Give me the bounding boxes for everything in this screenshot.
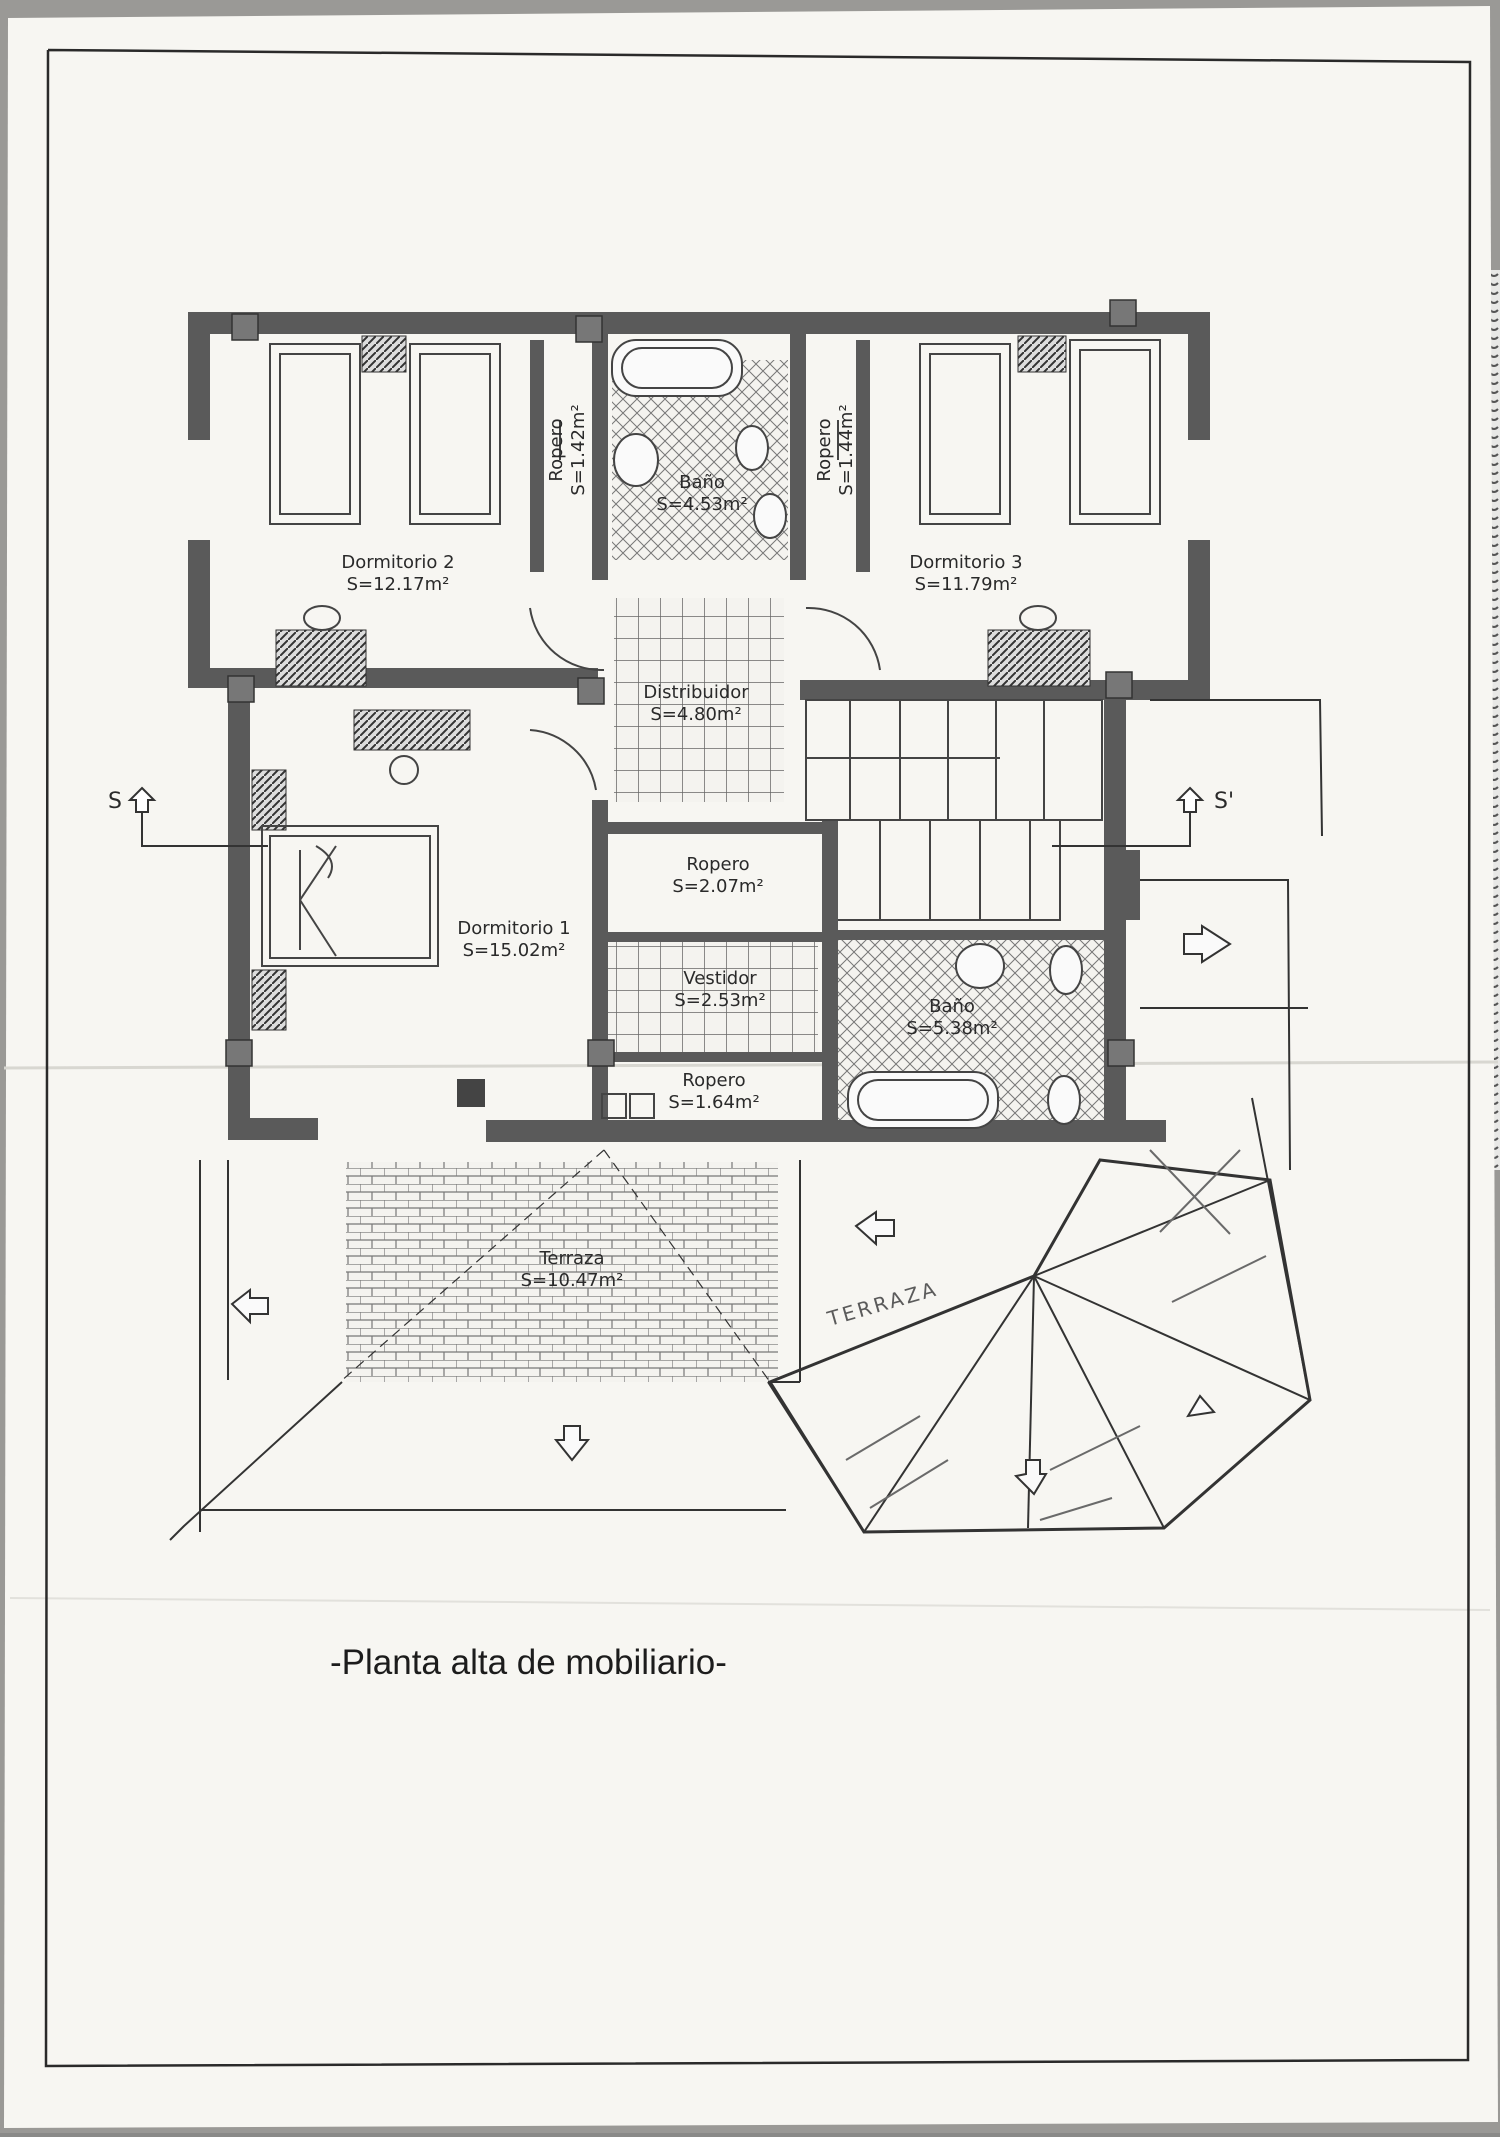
room-area-ropero-right: S=1.44m² [836, 404, 857, 495]
beds-dormitorio-3 [919, 339, 1161, 525]
room-name-vestidor: Vestidor [683, 968, 757, 989]
terrace-floor [346, 1162, 778, 1382]
columns [225, 299, 1137, 1067]
room-name-ropero-left: Ropero [546, 418, 567, 481]
room-name-ropero-right: Ropero [814, 418, 835, 481]
room-name-dormitorio-1: Dormitorio 1 [457, 918, 570, 939]
nightstand [361, 335, 407, 373]
bathroom-fixtures [611, 339, 1083, 1129]
room-area-dormitorio-2: S=12.17m² [347, 574, 450, 595]
room-area-dormitorio-3: S=11.79m² [915, 574, 1018, 595]
room-name-ropero-mid: Ropero [686, 854, 749, 875]
plan-caption: -Planta alta de mobiliario- [330, 1643, 727, 1682]
section-label-right: S' [1214, 789, 1234, 814]
room-name-bano-bottom: Baño [929, 996, 975, 1017]
room-name-dormitorio-2: Dormitorio 2 [341, 552, 454, 573]
desk-dormitorio-1 [353, 709, 471, 751]
room-area-terraza: S=10.47m² [521, 1270, 624, 1291]
room-area-bano-bottom: S=5.38m² [906, 1018, 997, 1039]
beds-dormitorio-2 [269, 343, 501, 525]
room-name-distribuidor: Distribuidor [643, 682, 749, 703]
section-marker-right: S' [1175, 786, 1234, 814]
room-name-dormitorio-3: Dormitorio 3 [909, 552, 1022, 573]
room-name-ropero-small: Ropero [682, 1070, 745, 1091]
room-name-terraza: Terraza [538, 1248, 604, 1269]
nightstand [1017, 335, 1067, 373]
room-area-ropero-small: S=1.64m² [668, 1092, 759, 1113]
room-area-dormitorio-1: S=15.02m² [463, 940, 566, 961]
room-labels: Dormitorio 2 S=12.17m² Dormitorio 3 S=11… [341, 404, 1022, 1291]
distribuidor-floor [614, 598, 784, 802]
room-area-distribuidor: S=4.80m² [650, 704, 741, 725]
floor-plan [141, 299, 1323, 1541]
paper-sheet [4, 6, 1498, 2128]
slope-arrows [230, 924, 1232, 1496]
section-marker-left: S [108, 786, 157, 814]
double-bed [261, 825, 439, 967]
desk-dormitorio-2 [275, 629, 367, 687]
desk-dormitorio-3 [987, 629, 1091, 687]
vestidor-floor [608, 942, 818, 1060]
room-area-bano-top: S=4.53m² [656, 494, 747, 515]
room-area-vestidor: S=2.53m² [674, 990, 765, 1011]
room-area-ropero-mid: S=2.07m² [672, 876, 763, 897]
walls [188, 312, 1210, 1142]
drawing-frame [44, 48, 1472, 2068]
staircase [805, 699, 1103, 921]
room-area-ropero-left: S=1.42m² [568, 404, 589, 495]
section-label-left: S [108, 789, 122, 814]
room-name-bano-top: Baño [679, 472, 725, 493]
